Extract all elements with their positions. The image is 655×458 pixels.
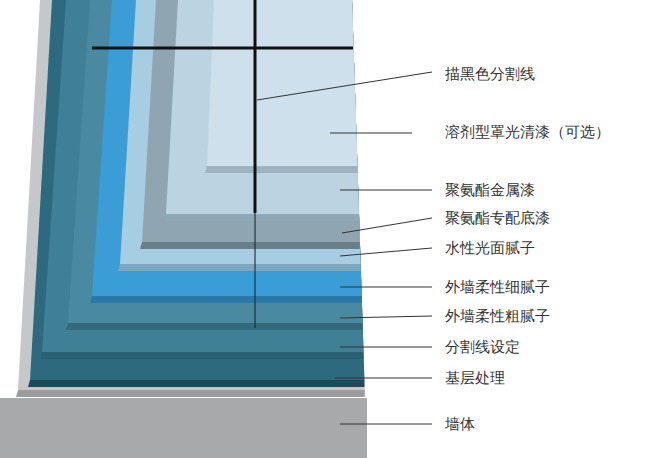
layer-edge <box>164 214 359 221</box>
coating-layer <box>68 0 363 323</box>
coating-layer <box>207 0 357 166</box>
layer-edge <box>28 380 364 387</box>
leader-line <box>340 287 432 288</box>
layer-label: 外墙柔性粗腻子 <box>445 306 550 326</box>
coating-layer <box>120 0 361 264</box>
layer-label: 分割线设定 <box>445 337 520 357</box>
layer-label: 溶剂型罩光清漆（可选） <box>445 122 610 142</box>
layer-edge <box>66 323 363 330</box>
leader-line <box>330 133 412 134</box>
layer-edge <box>205 166 357 173</box>
division-line <box>254 212 256 328</box>
layer-label: 基层处理 <box>445 368 505 388</box>
coating-layer <box>92 0 362 296</box>
layer-label: 墙体 <box>445 414 475 434</box>
layer-edge <box>140 242 360 249</box>
leader-line <box>340 424 432 425</box>
layer-label: 外墙柔性细腻子 <box>445 277 550 297</box>
layer-edge <box>40 352 364 359</box>
leader-line <box>340 316 432 318</box>
layer-label: 聚氨酯专配底漆 <box>445 208 550 228</box>
leader-line <box>340 347 432 348</box>
layer-label: 描黑色分割线 <box>445 64 535 84</box>
layer-label: 聚氨酯金属漆 <box>445 180 535 200</box>
leader-line <box>340 248 432 256</box>
coating-layer <box>18 0 365 390</box>
coating-layer <box>30 0 364 380</box>
coating-layer <box>42 0 364 352</box>
layer-edge <box>16 390 365 397</box>
layer-label: 水性光面腻子 <box>445 238 535 258</box>
division-line <box>92 47 353 50</box>
leader-line <box>342 218 432 233</box>
layer-edge <box>90 296 362 303</box>
leader-line <box>335 378 432 379</box>
division-line <box>254 0 257 213</box>
wall-block <box>0 398 367 458</box>
layer-edge <box>118 264 361 271</box>
coating-layer <box>166 0 359 214</box>
leader-line <box>257 72 432 100</box>
leader-line <box>340 190 432 191</box>
coating-layer <box>142 0 360 242</box>
